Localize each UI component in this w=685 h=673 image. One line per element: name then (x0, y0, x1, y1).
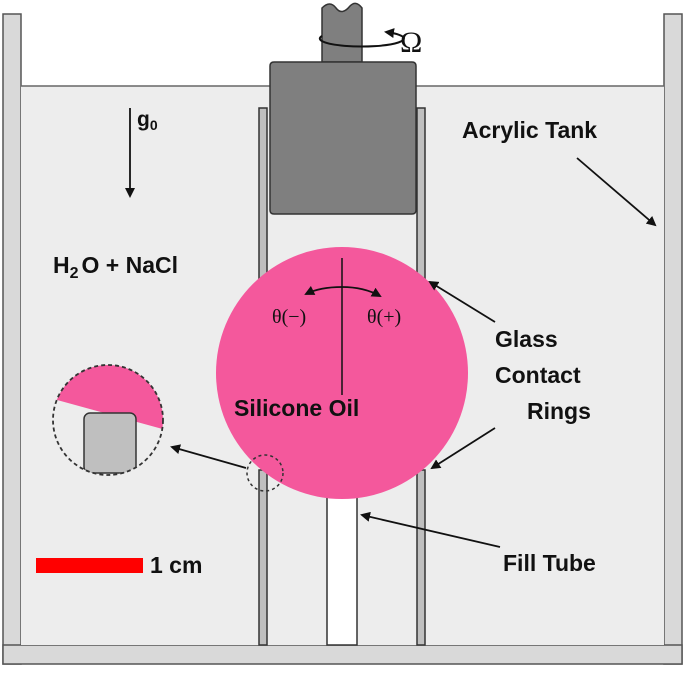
lower-ring-left (258, 469, 268, 646)
theta-negative-label: θ(−) (272, 306, 306, 328)
rings-label-line3: Rings (527, 398, 591, 424)
scale-bar (36, 558, 143, 573)
tank-wall-right (663, 13, 683, 665)
tank-floor (2, 644, 683, 665)
rings-pointer-arrow-lower (430, 427, 496, 470)
tank-pointer-arrow (576, 157, 657, 227)
rotor-body (269, 61, 417, 215)
inset-drop-region (53, 365, 163, 430)
scale-bar-label: 1 cm (150, 552, 202, 578)
tank-wall-left (2, 13, 22, 665)
rotation-label: Ω (400, 26, 422, 59)
inset-ring (83, 412, 137, 474)
rotor-shaft (321, 2, 363, 63)
rings-pointer-arrow-upper (428, 280, 496, 323)
upper-ring-right (416, 107, 426, 281)
theta-arc-icon-right (341, 286, 382, 297)
detail-circle (246, 454, 284, 492)
rings-label-line2: Contact (495, 362, 581, 388)
drop-label: Silicone Oil (234, 395, 359, 421)
tank-label: Acrylic Tank (462, 117, 597, 143)
rotation-arrow-icon (318, 28, 405, 48)
fill-tube-label: Fill Tube (503, 550, 596, 576)
rings-label-line1: Glass (495, 326, 558, 352)
fill-tube-pointer-arrow (360, 511, 501, 548)
inset-pointer-arrow (170, 444, 247, 469)
inset-view (52, 364, 164, 476)
theta-positive-label: θ(+) (367, 306, 401, 328)
lower-ring-right (416, 469, 426, 646)
fill-tube (326, 495, 358, 646)
theta-arc-icon (304, 285, 343, 295)
upper-ring-left (258, 107, 268, 281)
gravity-label: g0 (137, 108, 158, 133)
